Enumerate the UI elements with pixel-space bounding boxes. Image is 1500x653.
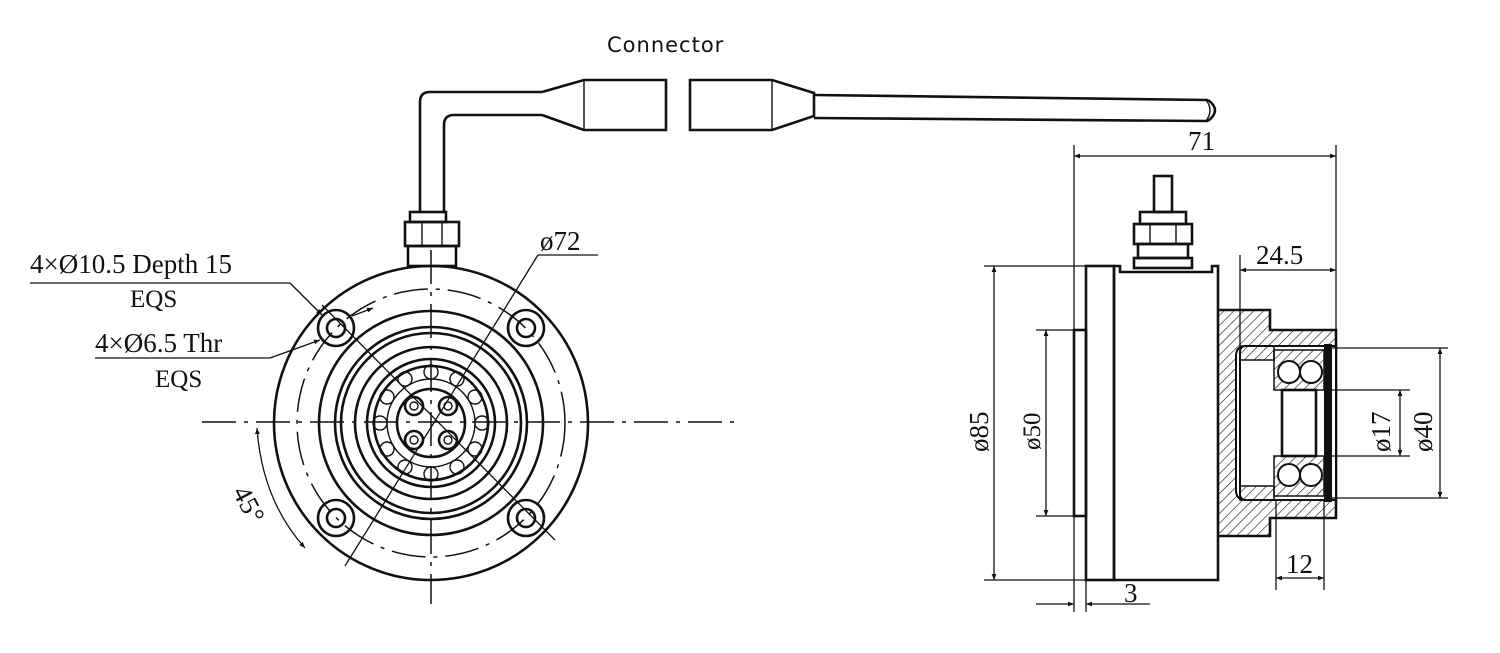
bolt-circle-label: ø72: [540, 226, 581, 256]
dim-bearing-diameter: ø40: [1408, 412, 1438, 453]
dim-outer-diameter: ø85: [964, 412, 994, 453]
hole-small-eqs: EQS: [155, 366, 202, 393]
side-cable-gland: [1132, 174, 1194, 270]
dim-bearing-length: 24.5: [1256, 240, 1303, 270]
dim-shaft-diameter: ø17: [1366, 412, 1396, 453]
hole-large-label: 4×Ø10.5 Depth 15: [30, 249, 232, 279]
cable-gland: [403, 210, 461, 268]
bearing-balls: [372, 364, 490, 482]
dim-total-length: 71: [1188, 126, 1215, 156]
connector-label: Connector: [607, 33, 724, 57]
dim-bearing-width: 12: [1286, 549, 1313, 579]
dim-flange-thickness: 3: [1124, 578, 1138, 608]
angle-label: 45°: [227, 481, 271, 528]
bearing-section: [1273, 344, 1332, 502]
cable-assembly: Connector: [418, 33, 1217, 212]
hole-small-label: 4×Ø6.5 Thr: [95, 328, 222, 358]
front-view: ø72 4×Ø10.5 Depth 15 EQS 4×Ø6.5 Thr EQS …: [30, 210, 742, 604]
hole-large-eqs: EQS: [130, 286, 177, 313]
dim-pilot-diameter: ø50: [1019, 413, 1046, 451]
side-view: 71 24.5 ø85 ø50 ø17 ø40 3: [964, 126, 1448, 612]
